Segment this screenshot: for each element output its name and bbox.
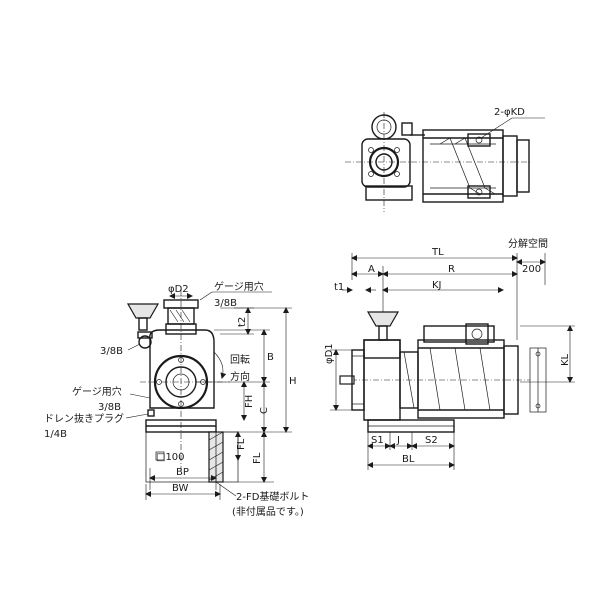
c-label: C xyxy=(259,407,270,414)
front-view: TL 分解空間 200 A R t1 KJ xyxy=(324,237,575,470)
sq100-label: □100 xyxy=(156,452,185,463)
d2-label: φD2 xyxy=(168,284,189,295)
b-label: B xyxy=(267,352,274,363)
drain-size-label: 1/4B xyxy=(44,429,67,440)
drain-label: ドレン抜きプラグ xyxy=(44,412,124,425)
kd-label: 2-φKD xyxy=(494,107,525,118)
j-label: J xyxy=(396,435,400,446)
bl-label: BL xyxy=(402,454,415,465)
gauge-top-size-label: 3/8B xyxy=(214,298,237,309)
fl1-label: FL xyxy=(236,438,247,450)
fd-note-label: (非付属品です。) xyxy=(232,505,304,518)
left-38b-label: 3/8B xyxy=(100,346,123,357)
kj-label: KJ xyxy=(432,280,442,291)
kl-label: KL xyxy=(560,353,571,366)
bunkai-label: 分解空間 xyxy=(508,237,548,250)
a-label: A xyxy=(368,264,375,275)
s2-label: S2 xyxy=(425,435,438,446)
gauge-left-label: ゲージ用穴 xyxy=(72,385,122,398)
tl-label: TL xyxy=(431,247,444,258)
fl2-label: FL xyxy=(252,452,263,464)
r-label: R xyxy=(448,264,455,275)
gauge-left-size-label: 3/8B xyxy=(98,402,121,413)
d1-label: φD1 xyxy=(324,343,335,364)
s1-label: S1 xyxy=(371,435,384,446)
houkou-label: 方向 xyxy=(230,370,250,383)
fd-label: 2-FD基礎ボルト xyxy=(236,490,309,503)
t2-label: t2 xyxy=(237,317,248,327)
h-label: H xyxy=(289,376,297,387)
t1-label: t1 xyxy=(334,282,344,293)
bp-label: BP xyxy=(176,467,189,478)
bw-label: BW xyxy=(172,483,189,494)
dim-200-label: 200 xyxy=(522,264,541,275)
kaiten-label: 回転 xyxy=(230,354,250,366)
fh-label: FH xyxy=(244,395,255,408)
top-view: 2-φKD xyxy=(345,107,545,212)
side-view: □100 φD2 ゲージ用穴 3/8B t2 3/8B B 回転 方向 H FH xyxy=(44,280,309,518)
gauge-top-label: ゲージ用穴 xyxy=(214,280,264,293)
